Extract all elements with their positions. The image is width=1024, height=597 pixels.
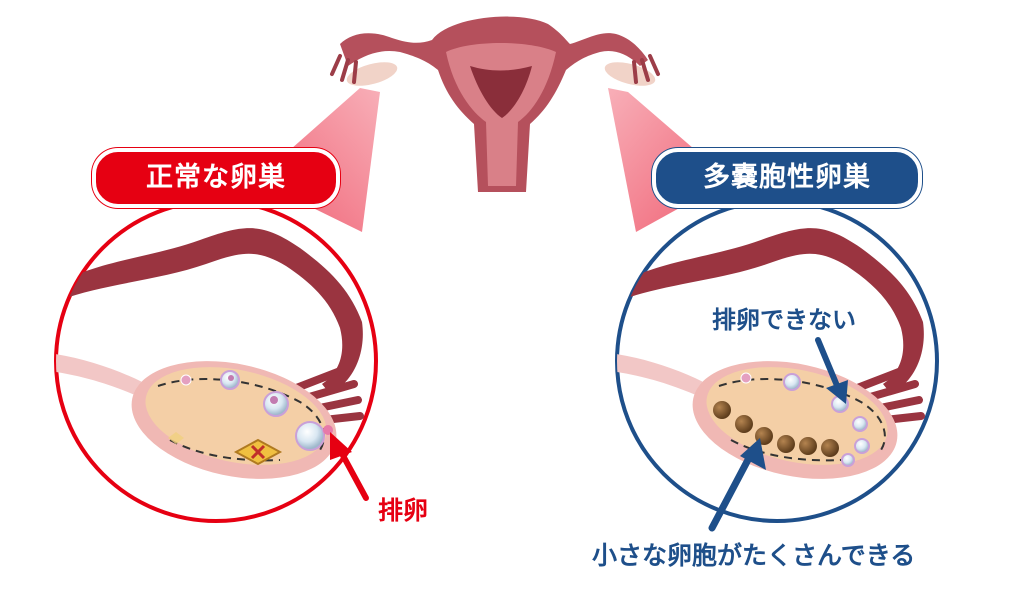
arrow-icon [815, 337, 848, 404]
arrow-icon [708, 438, 766, 532]
many-small-follicles-label: 小さな卵胞がたくさんできる [592, 541, 916, 570]
uterus [330, 16, 660, 192]
arrow-icon [330, 432, 369, 501]
ovulation-label: 排卵 [378, 496, 429, 525]
normal-ovary-illustration [56, 228, 364, 479]
pcos-ovary-label: 多嚢胞性卵巣 [652, 148, 922, 208]
normal-ovary-label: 正常な卵巣 [92, 148, 340, 208]
cannot-ovulate-label: 排卵できない [712, 306, 856, 334]
